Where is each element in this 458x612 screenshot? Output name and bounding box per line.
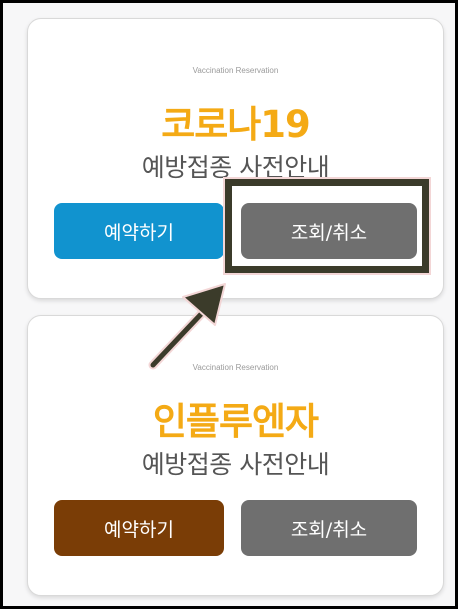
card-subtitle: 예방접종 사전안내 <box>141 153 330 182</box>
card-label: Vaccination Reservation <box>192 66 279 75</box>
card-title: 인플루엔자 <box>152 400 319 443</box>
influenza-card: Vaccination Reservation 인플루엔자 예방접종 사전안내 … <box>27 315 444 596</box>
card-title: 코로나19 <box>161 103 311 146</box>
covid19-card: Vaccination Reservation 코로나19 예방접종 사전안내 … <box>27 18 444 299</box>
reserve-button[interactable]: 예약하기 <box>54 500 224 556</box>
check-cancel-button[interactable]: 조회/취소 <box>241 500 417 556</box>
reserve-button[interactable]: 예약하기 <box>54 203 224 259</box>
card-subtitle: 예방접종 사전안내 <box>141 450 330 479</box>
card-label: Vaccination Reservation <box>192 363 279 372</box>
check-cancel-button[interactable]: 조회/취소 <box>241 203 417 259</box>
